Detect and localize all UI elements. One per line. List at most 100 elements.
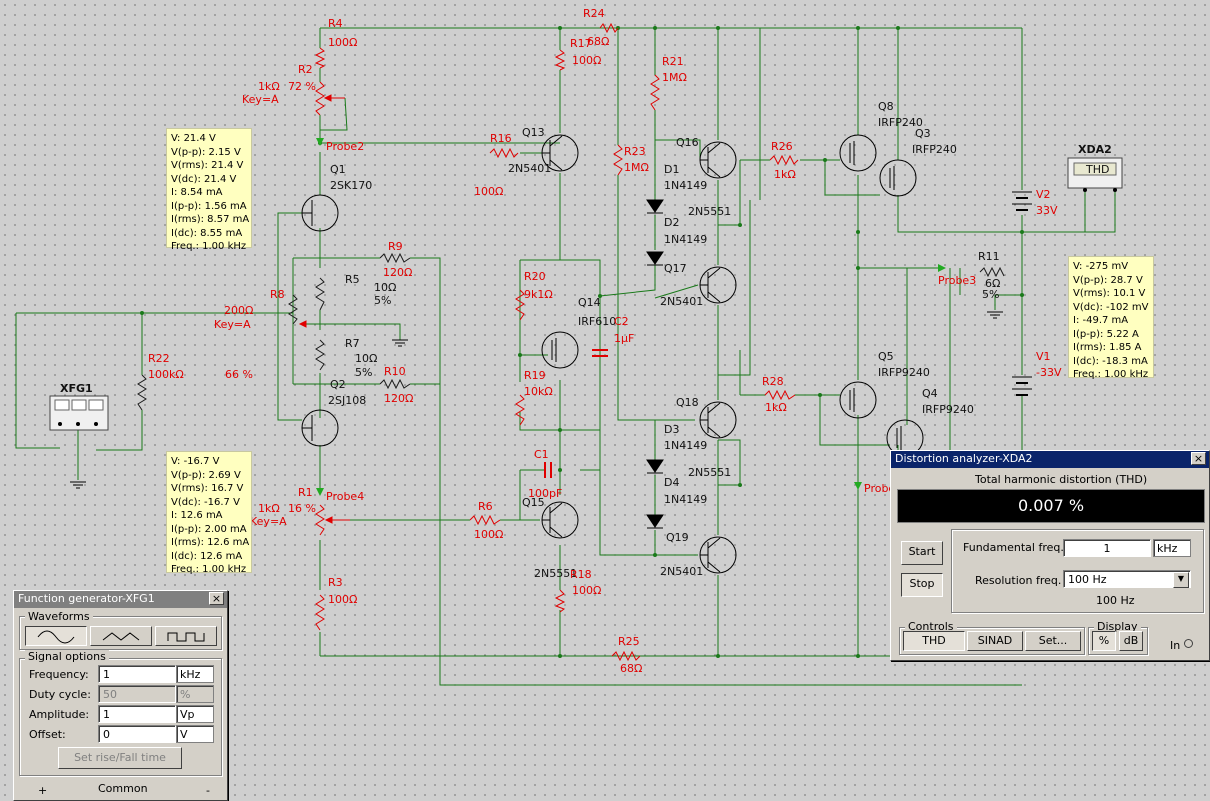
r24-ref: R24 (583, 7, 605, 20)
thd-mode-button[interactable]: THD (903, 631, 965, 651)
r25-ref: R25 (618, 635, 640, 648)
probe-line: V: 21.4 V (171, 133, 216, 144)
probe-line: I: 12.6 mA (171, 510, 223, 521)
d1-ref: D1 (664, 163, 679, 176)
d3-ref: D3 (664, 423, 679, 436)
xda2-instrument[interactable] (1067, 157, 1123, 192)
sinad-mode-button[interactable]: SINAD (967, 631, 1023, 651)
frequency-unit[interactable]: kHz (176, 665, 214, 683)
resistor-symbols (137, 22, 1005, 662)
r11-value: 6Ω (985, 277, 1000, 290)
r3-ref: R3 (328, 576, 343, 589)
r21-value: 1MΩ (662, 71, 687, 84)
triangle-wave-button[interactable] (90, 626, 152, 646)
probe-line: V: -16.7 V (171, 456, 220, 467)
start-button[interactable]: Start (901, 541, 943, 565)
capacitor-symbols (544, 349, 608, 478)
battery-symbols (1012, 191, 1032, 396)
offset-unit[interactable]: V (176, 725, 214, 743)
offset-label: Offset: (29, 728, 66, 741)
stop-button[interactable]: Stop (901, 573, 943, 597)
set-button[interactable]: Set... (1025, 631, 1081, 651)
fundamental-freq-label: Fundamental freq. (963, 541, 1064, 554)
r20-value: 9k1Ω (524, 288, 553, 301)
r5-value: 10Ω (374, 281, 396, 294)
fundamental-freq-unit[interactable]: kHz (1153, 539, 1191, 557)
probe-line: V(p-p): 2.15 V (171, 146, 241, 158)
r26-ref: R26 (771, 140, 793, 153)
probe-line: I(dc): 12.6 mA (171, 550, 243, 562)
probe4-label: Probe4 (326, 490, 364, 503)
minus-terminal-label: - (206, 784, 210, 797)
r8-key: Key=A (214, 318, 251, 331)
r18-value: 100Ω (572, 584, 601, 597)
q19-ref: Q19 (666, 531, 689, 544)
d1-model: 1N4149 (664, 179, 707, 192)
close-button[interactable]: × (209, 592, 224, 605)
q5-ref: Q5 (878, 350, 894, 363)
junction-dots (140, 26, 1024, 658)
probe-line: Freq.: 1.00 kHz (171, 564, 247, 575)
probe-line: V(dc): -102 mV (1073, 301, 1149, 313)
q1-model: 2SK170 (330, 179, 372, 192)
chevron-down-icon[interactable]: ▼ (1173, 572, 1189, 588)
amplitude-input[interactable]: 1 (98, 705, 176, 723)
q17-ref: Q17 (664, 262, 687, 275)
distortion-analyzer-titlebar[interactable]: Distortion analyzer-XDA2 × (891, 451, 1209, 468)
r23-value: 1MΩ (624, 161, 649, 174)
close-button[interactable]: × (1191, 452, 1206, 465)
fundamental-freq-input[interactable]: 1 (1063, 539, 1151, 557)
amplitude-label: Amplitude: (29, 708, 90, 721)
square-wave-button[interactable] (155, 626, 217, 646)
xfg1-instrument[interactable] (49, 395, 109, 431)
r1-percent: 16 % (288, 502, 316, 515)
set-rise-fall-button[interactable]: Set rise/Fall time (58, 747, 182, 769)
function-generator-window[interactable]: Function generator-XFG1 × Waveforms Sign… (13, 590, 228, 801)
q1-ref: Q1 (330, 163, 346, 176)
r1-value: 1kΩ (258, 502, 280, 515)
probe-line: I(rms): 1.85 A (1073, 342, 1142, 353)
window-title: Function generator-XFG1 (18, 592, 155, 605)
signal-options-label: Signal options (25, 650, 109, 663)
waveforms-group (19, 616, 222, 650)
probe-line: I(p-p): 2.00 mA (171, 523, 247, 535)
r18-ref: R18 (570, 568, 592, 581)
r11-tol: 5% (982, 288, 999, 301)
q4-model: IRFP9240 (922, 403, 974, 416)
r19-value: 10kΩ (524, 385, 553, 398)
controls-label: Controls (905, 620, 957, 633)
probe-line: I(rms): 8.57 mA (171, 214, 250, 225)
input-terminal-icon (1184, 639, 1193, 648)
r10-ref: R10 (384, 365, 406, 378)
c1-ref: C1 (534, 448, 549, 461)
r8-value: 200Ω (224, 304, 253, 317)
percent-display-button[interactable]: % (1092, 631, 1116, 651)
distortion-analyzer-window[interactable]: Distortion analyzer-XDA2 × Total harmoni… (890, 450, 1210, 661)
resolution-freq-label: Resolution freq. (975, 574, 1062, 587)
probe-line: V(rms): 10.1 V (1073, 288, 1146, 299)
q13-ref: Q13 (522, 126, 545, 139)
q8-ref: Q8 (878, 100, 894, 113)
resolution-freq-select[interactable]: 100 Hz ▼ (1063, 570, 1191, 588)
r20-ref: R20 (524, 270, 546, 283)
probe2-readout: V: 21.4 V V(p-p): 2.15 V V(rms): 21.4 V … (166, 128, 252, 252)
frequency-input[interactable]: 1 (98, 665, 176, 683)
r16-value: 100Ω (474, 185, 503, 198)
r10-value: 120Ω (384, 392, 413, 405)
xda2-label: XDA2 (1078, 143, 1112, 156)
probe-line: V(rms): 21.4 V (171, 160, 244, 171)
probe-line: I(rms): 12.6 mA (171, 537, 250, 548)
r6-ref: R6 (478, 500, 493, 513)
amplitude-unit[interactable]: Vp (176, 705, 214, 723)
pot-wipers (298, 94, 350, 524)
q13-model: 2N5401 (508, 162, 551, 175)
probe-markers (316, 138, 946, 496)
r17-value: 100Ω (572, 54, 601, 67)
probe-line: I(dc): 8.55 mA (171, 227, 243, 239)
function-generator-titlebar[interactable]: Function generator-XFG1 × (14, 591, 227, 608)
offset-input[interactable]: 0 (98, 725, 176, 743)
square-wave-icon (167, 632, 205, 642)
sine-wave-button[interactable] (25, 626, 87, 646)
db-display-button[interactable]: dB (1119, 631, 1143, 651)
r7-tol: 5% (355, 366, 372, 379)
